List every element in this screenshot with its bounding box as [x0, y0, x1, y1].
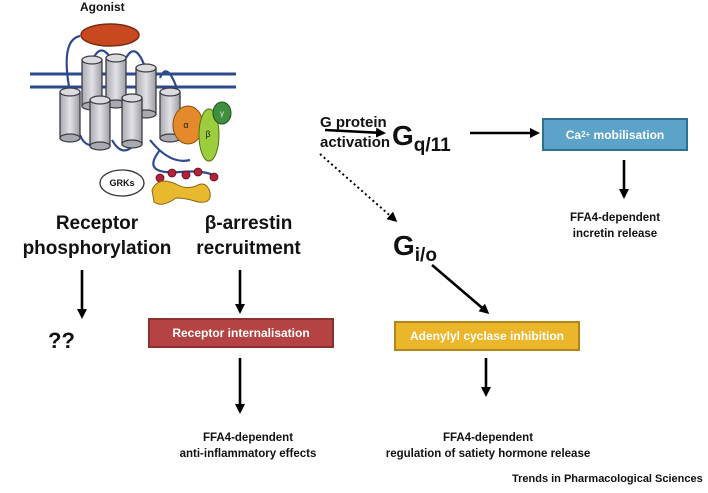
- arrow-gprotein-to-gq: [324, 127, 386, 138]
- g-gamma-subunit: [212, 101, 232, 125]
- alpha-label: α: [183, 120, 188, 130]
- incretin-line2: incretin release: [572, 228, 658, 240]
- receptor-internalisation-box: Receptor internalisation: [148, 318, 334, 348]
- gq11-label: Gq/11: [392, 120, 451, 157]
- g-beta-subunit: [198, 108, 220, 162]
- g-protein-line1: G protein: [320, 114, 387, 131]
- helix-7: [121, 93, 143, 149]
- barrestin-line2: recruitment: [196, 238, 301, 259]
- anti-line2: anti-inflammatory effects: [179, 448, 317, 460]
- gi-main: G: [393, 230, 415, 261]
- helix-1: [59, 87, 81, 143]
- recphos-line1: Receptor: [55, 213, 139, 234]
- journal-credit: Trends in Pharmacological Sciences: [512, 473, 703, 485]
- gq-subscript: q/11: [413, 135, 451, 156]
- anti-line1: FFA4-dependent: [202, 432, 294, 444]
- ca-mobilisation-text: mobilisation: [590, 127, 665, 142]
- unknown-outcome-label: ??: [48, 328, 75, 353]
- beta-arrestin-shape: [151, 180, 211, 205]
- receptor-phosphorylation-label: Receptor phosphorylation: [22, 211, 172, 261]
- arrow-gprotein-to-gi: [319, 153, 398, 222]
- adenylyl-cyclase-inhibition-box: Adenylyl cyclase inhibition: [394, 321, 580, 351]
- g-protein-activation-label: G protein activation: [320, 113, 390, 153]
- gio-label: Gi/o: [393, 230, 437, 267]
- phosphorylation-sites: [155, 167, 219, 183]
- satiety-line1: FFA4-dependent: [442, 432, 534, 444]
- beta-label: β: [205, 129, 210, 139]
- incretin-line1: FFA4-dependent: [569, 212, 661, 224]
- ca-charge: 2+: [581, 130, 591, 139]
- incretin-release-note: FFA4-dependent incretin release: [555, 210, 675, 242]
- ca-text: Ca: [565, 127, 582, 142]
- helix-6: [89, 95, 111, 151]
- receptor-7tm: [59, 53, 181, 151]
- g-protein-heterotrimer: α β γ: [172, 101, 232, 162]
- recphos-line2: phosphorylation: [22, 238, 172, 259]
- arrow-gi-to-ac: [431, 264, 490, 314]
- beta-arrestin-recruitment-label: β-arrestin recruitment: [186, 211, 311, 261]
- gi-subscript: i/o: [414, 245, 437, 266]
- satiety-hormone-note: FFA4-dependent regulation of satiety hor…: [378, 430, 598, 462]
- gq-main: G: [392, 120, 414, 151]
- anti-inflammatory-note: FFA4-dependent anti-inflammatory effects: [163, 430, 333, 462]
- barrestin-line1: β-arrestin: [204, 213, 293, 234]
- arrows: [77, 127, 629, 414]
- cell-membrane: [30, 72, 236, 89]
- agonist-label: Agonist: [80, 0, 125, 14]
- gamma-label: γ: [220, 109, 224, 118]
- grks-label: GRKs: [109, 178, 134, 188]
- grks-ellipse: [99, 169, 145, 197]
- g-protein-line2: activation: [320, 134, 391, 151]
- satiety-line2: regulation of satiety hormone release: [385, 448, 591, 460]
- agonist-ligand: [80, 23, 140, 47]
